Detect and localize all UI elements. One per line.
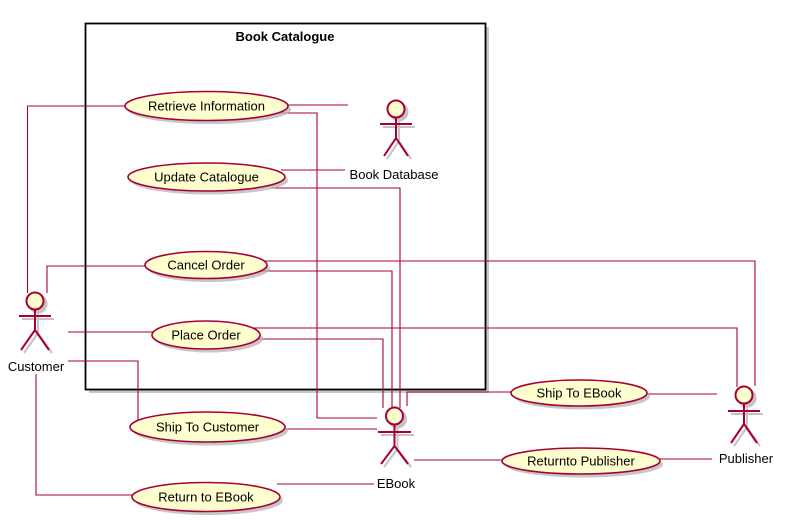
edge-retrieve-information-ebook xyxy=(278,112,377,419)
usecase-returnto-publisher: Returnto Publisher xyxy=(501,447,663,478)
system-boundary-box xyxy=(84,22,487,391)
actor-ebook: EBook xyxy=(377,406,416,491)
edge-customer-cancel-order xyxy=(46,265,146,293)
usecase-label: Retrieve Information xyxy=(148,99,265,114)
actor-customer: Customer xyxy=(8,291,65,374)
actor-publisher: Publisher xyxy=(719,385,774,466)
actor-leg-icon xyxy=(20,329,36,351)
actor-head-icon xyxy=(385,406,404,426)
usecase-label: Ship To EBook xyxy=(536,386,622,401)
usecase-label: Cancel Order xyxy=(167,258,245,273)
system-boundary: Book Catalogue xyxy=(84,22,489,393)
usecase-return-to-ebook: Return to EBook xyxy=(131,481,283,515)
system-boundary-title: Book Catalogue xyxy=(236,29,335,44)
edge-ship-to-ebook-ebook xyxy=(406,391,513,406)
actor-customer-label: Customer xyxy=(8,359,65,374)
usecase-ship-to-customer: Ship To Customer xyxy=(129,411,288,446)
usecase-update-catalogue: Update Catalogue xyxy=(127,162,288,195)
actor-publisher-label: Publisher xyxy=(719,451,774,466)
actor-leg-icon xyxy=(743,423,758,444)
usecase-place-order: Place Order xyxy=(151,320,263,353)
actor-leg-icon xyxy=(380,445,396,465)
usecase-ellipse xyxy=(129,411,286,443)
usecase-retrieve-information: Retrieve Information xyxy=(124,90,291,124)
usecase-label: Place Order xyxy=(171,328,241,343)
edge-cancel-order-ebook xyxy=(259,270,393,408)
actor-ebook-label: EBook xyxy=(377,476,416,491)
actor-leg-icon xyxy=(730,423,745,444)
usecase-ellipse xyxy=(124,90,289,122)
usecase-label: Ship To Customer xyxy=(156,420,260,435)
actor-book-database: Book Database xyxy=(350,99,439,182)
usecase-label: Update Catalogue xyxy=(154,170,259,185)
actor-leg-icon xyxy=(383,137,397,157)
edge-update-catalogue-ebook xyxy=(271,187,401,408)
edge-customer-ship-to-customer xyxy=(68,360,139,421)
edge-cancel-order-publisher xyxy=(262,260,756,386)
use-cases: Retrieve Information Update Catalogue Ca… xyxy=(124,90,663,515)
usecase-ellipse xyxy=(127,162,286,192)
actor-book-database-label: Book Database xyxy=(350,167,439,182)
actor-head-icon xyxy=(25,291,45,311)
actor-head-icon xyxy=(386,99,406,119)
edge-place-order-publisher xyxy=(252,327,738,387)
usecase-ship-to-ebook: Ship To EBook xyxy=(510,379,650,410)
edge-customer-return-to-ebook xyxy=(35,374,136,496)
actors: Customer Book Database xyxy=(8,99,774,491)
usecase-ellipse xyxy=(151,320,261,350)
actor-leg-icon xyxy=(393,445,409,465)
association-edges xyxy=(26,104,756,496)
usecase-ellipse xyxy=(131,481,281,513)
edge-customer-retrieve-information xyxy=(26,105,125,293)
usecase-ellipse xyxy=(144,250,268,280)
actor-head-icon xyxy=(734,385,754,405)
actor-leg-icon xyxy=(395,137,409,157)
usecase-ellipse xyxy=(501,447,661,475)
usecase-ellipse xyxy=(510,379,648,407)
usecase-cancel-order: Cancel Order xyxy=(144,250,270,282)
usecase-label: Returnto Publisher xyxy=(527,454,635,469)
edge-place-order-ebook xyxy=(256,338,384,408)
usecase-label: Return to EBook xyxy=(158,490,254,505)
actor-leg-icon xyxy=(34,329,50,351)
